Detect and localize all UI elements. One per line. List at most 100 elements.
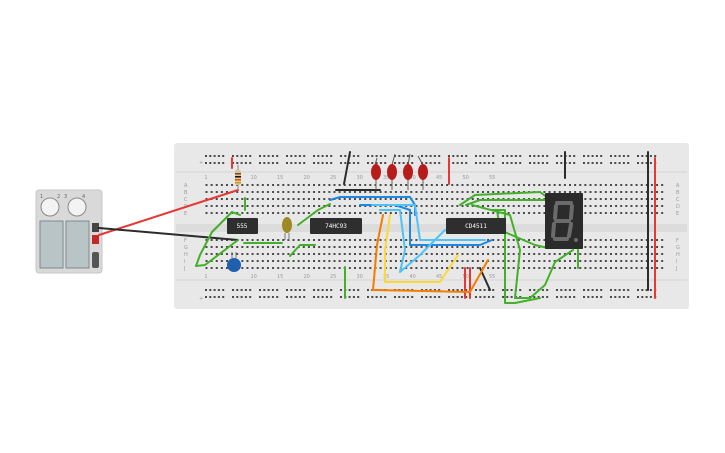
breadboard-hole[interactable]: [328, 267, 331, 269]
breadboard-hole[interactable]: [287, 246, 290, 248]
breadboard-hole[interactable]: [471, 191, 474, 193]
breadboard-hole[interactable]: [297, 184, 300, 186]
breadboard-hole[interactable]: [231, 246, 234, 248]
breadboard-hole[interactable]: [359, 191, 362, 193]
breadboard-hole[interactable]: [541, 296, 544, 298]
breadboard-hole[interactable]: [461, 212, 464, 214]
breadboard-hole[interactable]: [379, 239, 382, 241]
breadboard-hole[interactable]: [569, 253, 572, 255]
breadboard-hole[interactable]: [529, 162, 531, 164]
breadboard-hole[interactable]: [328, 212, 331, 214]
breadboard-hole[interactable]: [352, 296, 355, 298]
breadboard-hole[interactable]: [353, 253, 356, 255]
breadboard-hole[interactable]: [446, 198, 449, 200]
breadboard-hole[interactable]: [460, 162, 463, 164]
breadboard-hole[interactable]: [661, 239, 664, 241]
breadboard-hole[interactable]: [625, 212, 628, 214]
breadboard-hole[interactable]: [487, 184, 490, 186]
breadboard-hole[interactable]: [650, 267, 653, 269]
breadboard-hole[interactable]: [313, 184, 316, 186]
breadboard-hole[interactable]: [348, 260, 351, 262]
breadboard-hole[interactable]: [389, 260, 392, 262]
breadboard-hole[interactable]: [614, 289, 617, 291]
breadboard-hole[interactable]: [236, 246, 239, 248]
breadboard-hole[interactable]: [441, 184, 444, 186]
breadboard-hole[interactable]: [246, 212, 249, 214]
breadboard-hole[interactable]: [452, 296, 455, 298]
breadboard-hole[interactable]: [476, 260, 479, 262]
breadboard-hole[interactable]: [430, 198, 433, 200]
breadboard-hole[interactable]: [430, 246, 433, 248]
breadboard-hole[interactable]: [297, 253, 300, 255]
breadboard-hole[interactable]: [522, 267, 525, 269]
breadboard-hole[interactable]: [587, 155, 590, 157]
breadboard-hole[interactable]: [460, 155, 463, 157]
capacitor-electrolytic-body[interactable]: [282, 217, 292, 233]
breadboard-hole[interactable]: [359, 212, 362, 214]
breadboard-hole[interactable]: [435, 191, 438, 193]
breadboard-hole[interactable]: [622, 296, 625, 298]
breadboard-hole[interactable]: [402, 296, 405, 298]
breadboard-hole[interactable]: [330, 155, 333, 157]
breadboard-hole[interactable]: [348, 198, 351, 200]
breadboard-hole[interactable]: [286, 296, 288, 298]
breadboard-hole[interactable]: [461, 246, 464, 248]
breadboard-hole[interactable]: [225, 246, 228, 248]
breadboard-hole[interactable]: [241, 253, 244, 255]
breadboard-hole[interactable]: [456, 155, 459, 157]
breadboard-hole[interactable]: [492, 260, 495, 262]
breadboard-hole[interactable]: [364, 253, 367, 255]
breadboard-hole[interactable]: [627, 296, 630, 298]
breadboard-hole[interactable]: [338, 205, 341, 207]
breadboard-hole[interactable]: [353, 246, 356, 248]
breadboard-hole[interactable]: [622, 289, 625, 291]
breadboard-hole[interactable]: [266, 212, 269, 214]
breadboard-hole[interactable]: [594, 260, 597, 262]
breadboard-hole[interactable]: [333, 205, 336, 207]
breadboard-hole[interactable]: [259, 155, 261, 157]
breadboard-hole[interactable]: [492, 205, 495, 207]
breadboard-hole[interactable]: [297, 260, 300, 262]
breadboard-hole[interactable]: [558, 184, 561, 186]
breadboard-hole[interactable]: [379, 296, 382, 298]
breadboard-hole[interactable]: [249, 289, 252, 291]
breadboard-hole[interactable]: [497, 246, 500, 248]
breadboard-hole[interactable]: [625, 184, 628, 186]
breadboard-hole[interactable]: [348, 239, 351, 241]
breadboard-hole[interactable]: [650, 239, 653, 241]
breadboard-hole[interactable]: [533, 212, 536, 214]
breadboard-hole[interactable]: [461, 205, 464, 207]
breadboard-hole[interactable]: [205, 239, 208, 241]
breadboard-hole[interactable]: [429, 296, 432, 298]
breadboard-hole[interactable]: [568, 296, 571, 298]
breadboard-hole[interactable]: [318, 267, 321, 269]
breadboard-hole[interactable]: [303, 155, 306, 157]
breadboard-hole[interactable]: [466, 260, 469, 262]
breadboard-hole[interactable]: [272, 246, 275, 248]
breadboard-hole[interactable]: [410, 246, 413, 248]
breadboard-hole[interactable]: [359, 184, 362, 186]
breadboard-hole[interactable]: [389, 239, 392, 241]
breadboard-hole[interactable]: [456, 212, 459, 214]
breadboard-hole[interactable]: [209, 155, 212, 157]
breadboard-hole[interactable]: [302, 267, 305, 269]
breadboard-hole[interactable]: [430, 253, 433, 255]
breadboard-hole[interactable]: [340, 289, 342, 291]
breadboard-hole[interactable]: [348, 212, 351, 214]
breadboard-hole[interactable]: [338, 212, 341, 214]
breadboard-hole[interactable]: [266, 205, 269, 207]
breadboard-hole[interactable]: [297, 239, 300, 241]
breadboard-hole[interactable]: [656, 246, 659, 248]
breadboard-hole[interactable]: [410, 267, 413, 269]
breadboard-hole[interactable]: [538, 260, 541, 262]
breadboard-hole[interactable]: [541, 289, 544, 291]
breadboard-hole[interactable]: [661, 253, 664, 255]
breadboard-hole[interactable]: [325, 296, 328, 298]
breadboard-hole[interactable]: [528, 253, 531, 255]
breadboard-hole[interactable]: [476, 198, 479, 200]
breadboard-hole[interactable]: [618, 162, 621, 164]
breadboard-hole[interactable]: [307, 191, 310, 193]
breadboard-hole[interactable]: [420, 246, 423, 248]
breadboard-hole[interactable]: [415, 198, 418, 200]
breadboard-hole[interactable]: [604, 205, 607, 207]
